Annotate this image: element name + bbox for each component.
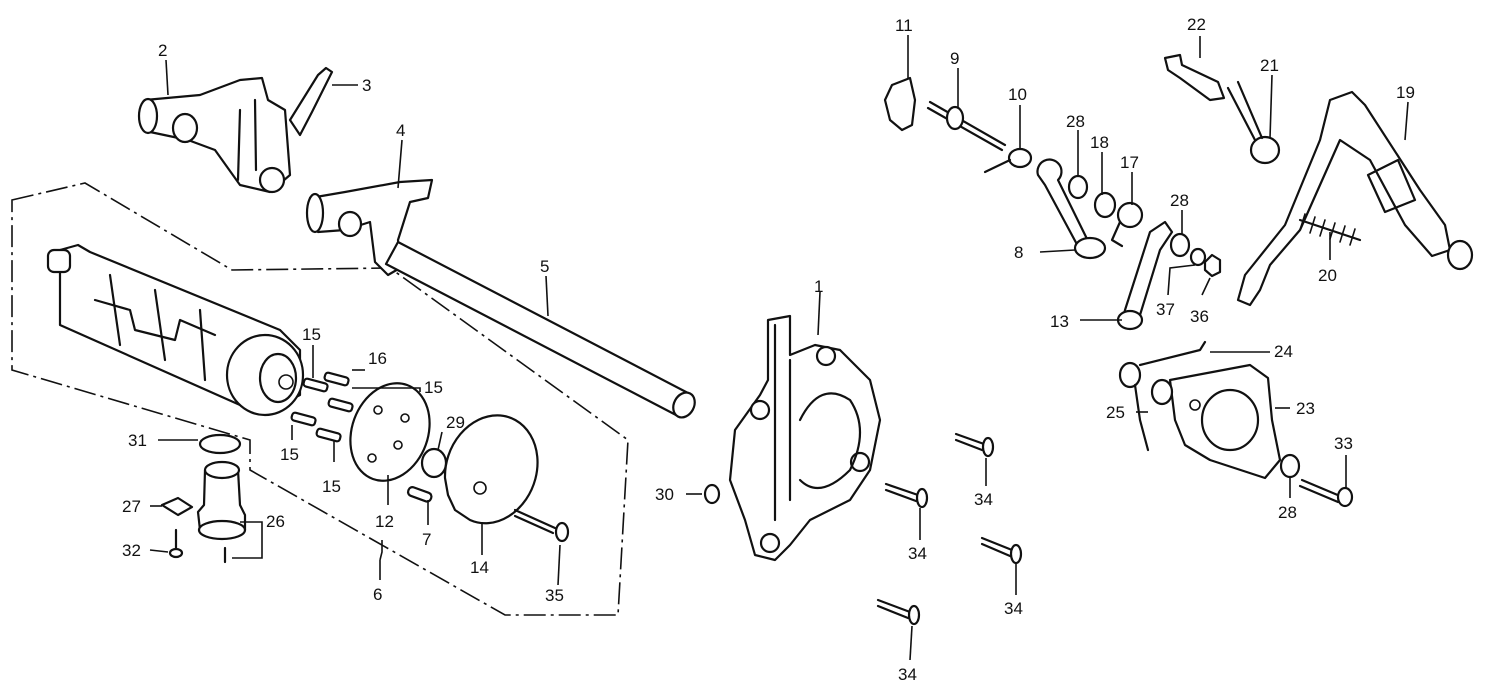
collar-24 — [1150, 378, 1174, 406]
callout-15d: 15 — [322, 477, 341, 496]
gearshift-cover-1 — [728, 314, 882, 562]
gasket-27 — [160, 496, 194, 517]
callout-12: 12 — [375, 512, 394, 531]
callout-15a: 15 — [302, 325, 321, 344]
callout-19: 19 — [1396, 83, 1415, 102]
bolt-34c — [980, 536, 1023, 565]
bolt-33 — [1298, 478, 1354, 508]
nut-36 — [1203, 253, 1222, 278]
pivot-bolt-22 — [1163, 53, 1226, 102]
shift-fork-4 — [305, 178, 434, 277]
callout-14: 14 — [470, 558, 489, 577]
callout-31: 31 — [128, 431, 147, 450]
shift-fork-shaft-5 — [384, 240, 696, 419]
callout-5: 5 — [540, 257, 549, 276]
washer-28a — [1067, 174, 1089, 200]
callout-22: 22 — [1187, 15, 1206, 34]
callout-15b: 15 — [424, 378, 443, 397]
callout-18: 18 — [1090, 133, 1109, 152]
callout-10: 10 — [1008, 85, 1027, 104]
return-spring-21 — [1226, 80, 1281, 165]
assembly-outline-6 — [11, 182, 629, 616]
callout-labels: 1 2 3 4 5 6 7 8 9 10 11 12 13 14 15 15 1… — [122, 15, 1415, 684]
callout-23: 23 — [1296, 399, 1315, 418]
shift-fork-2 — [137, 76, 292, 194]
callout-34a: 34 — [908, 544, 927, 563]
leader-lines — [149, 35, 1409, 661]
bolt-34d — [876, 598, 921, 626]
callout-35: 35 — [545, 586, 564, 605]
bolt-35 — [513, 508, 570, 543]
callout-28b: 28 — [1170, 191, 1189, 210]
callout-34c: 34 — [1004, 599, 1023, 618]
gearshift-spindle-19 — [1236, 90, 1474, 307]
o-ring-30 — [703, 483, 721, 505]
callout-24: 24 — [1274, 342, 1293, 361]
callout-7: 7 — [422, 530, 431, 549]
spring-20 — [1298, 213, 1362, 246]
callout-30: 30 — [655, 485, 674, 504]
callout-32: 32 — [122, 541, 141, 560]
collar-18 — [1093, 191, 1117, 219]
callout-28c: 28 — [1278, 503, 1297, 522]
callout-33: 33 — [1334, 434, 1353, 453]
callout-13: 13 — [1050, 312, 1069, 331]
stopper-plate-11 — [883, 76, 917, 132]
drum-plate-12 — [349, 382, 431, 482]
callout-15c: 15 — [280, 445, 299, 464]
callout-28a: 28 — [1066, 112, 1085, 131]
drum-stopper-29 — [420, 447, 448, 479]
washer-28c — [1279, 453, 1301, 479]
screw-32 — [168, 528, 184, 559]
callout-3: 3 — [362, 76, 371, 95]
shift-arm-13 — [1116, 220, 1174, 331]
callout-17: 17 — [1120, 153, 1139, 172]
neutral-switch-26 — [196, 460, 247, 541]
callout-9: 9 — [950, 49, 959, 68]
spring-10 — [983, 147, 1033, 174]
callout-8: 8 — [1014, 243, 1023, 262]
callout-20: 20 — [1318, 266, 1337, 285]
spring-25 — [1118, 340, 1207, 452]
callout-37: 37 — [1156, 300, 1175, 319]
washer-28b — [1169, 232, 1191, 258]
shift-drum — [46, 243, 305, 417]
pins-15-16 — [290, 371, 354, 443]
drum-plate-14 — [443, 414, 539, 525]
shift-fork-finger-3 — [288, 66, 334, 137]
o-ring-31 — [198, 433, 242, 455]
bolt-34a — [884, 482, 929, 509]
callout-4: 4 — [396, 121, 405, 140]
callout-16: 16 — [368, 349, 387, 368]
callout-34b: 34 — [974, 490, 993, 509]
callout-21: 21 — [1260, 56, 1279, 75]
spring-17 — [1110, 201, 1144, 248]
callout-25: 25 — [1106, 403, 1125, 422]
stopper-arm-8 — [1036, 158, 1107, 260]
callout-2: 2 — [158, 41, 167, 60]
callout-6: 6 — [373, 585, 382, 604]
callout-36: 36 — [1190, 307, 1209, 326]
bolt-34b — [954, 432, 995, 458]
pin-7 — [406, 486, 433, 503]
washer-37 — [1189, 247, 1207, 267]
callout-11: 11 — [895, 16, 913, 35]
callout-29: 29 — [446, 413, 465, 432]
callout-1: 1 — [814, 277, 823, 296]
plate-23 — [1168, 363, 1282, 480]
callout-26: 26 — [266, 512, 285, 531]
callout-27: 27 — [122, 497, 141, 516]
bolt-9 — [926, 100, 1007, 152]
callout-34d: 34 — [898, 665, 917, 684]
